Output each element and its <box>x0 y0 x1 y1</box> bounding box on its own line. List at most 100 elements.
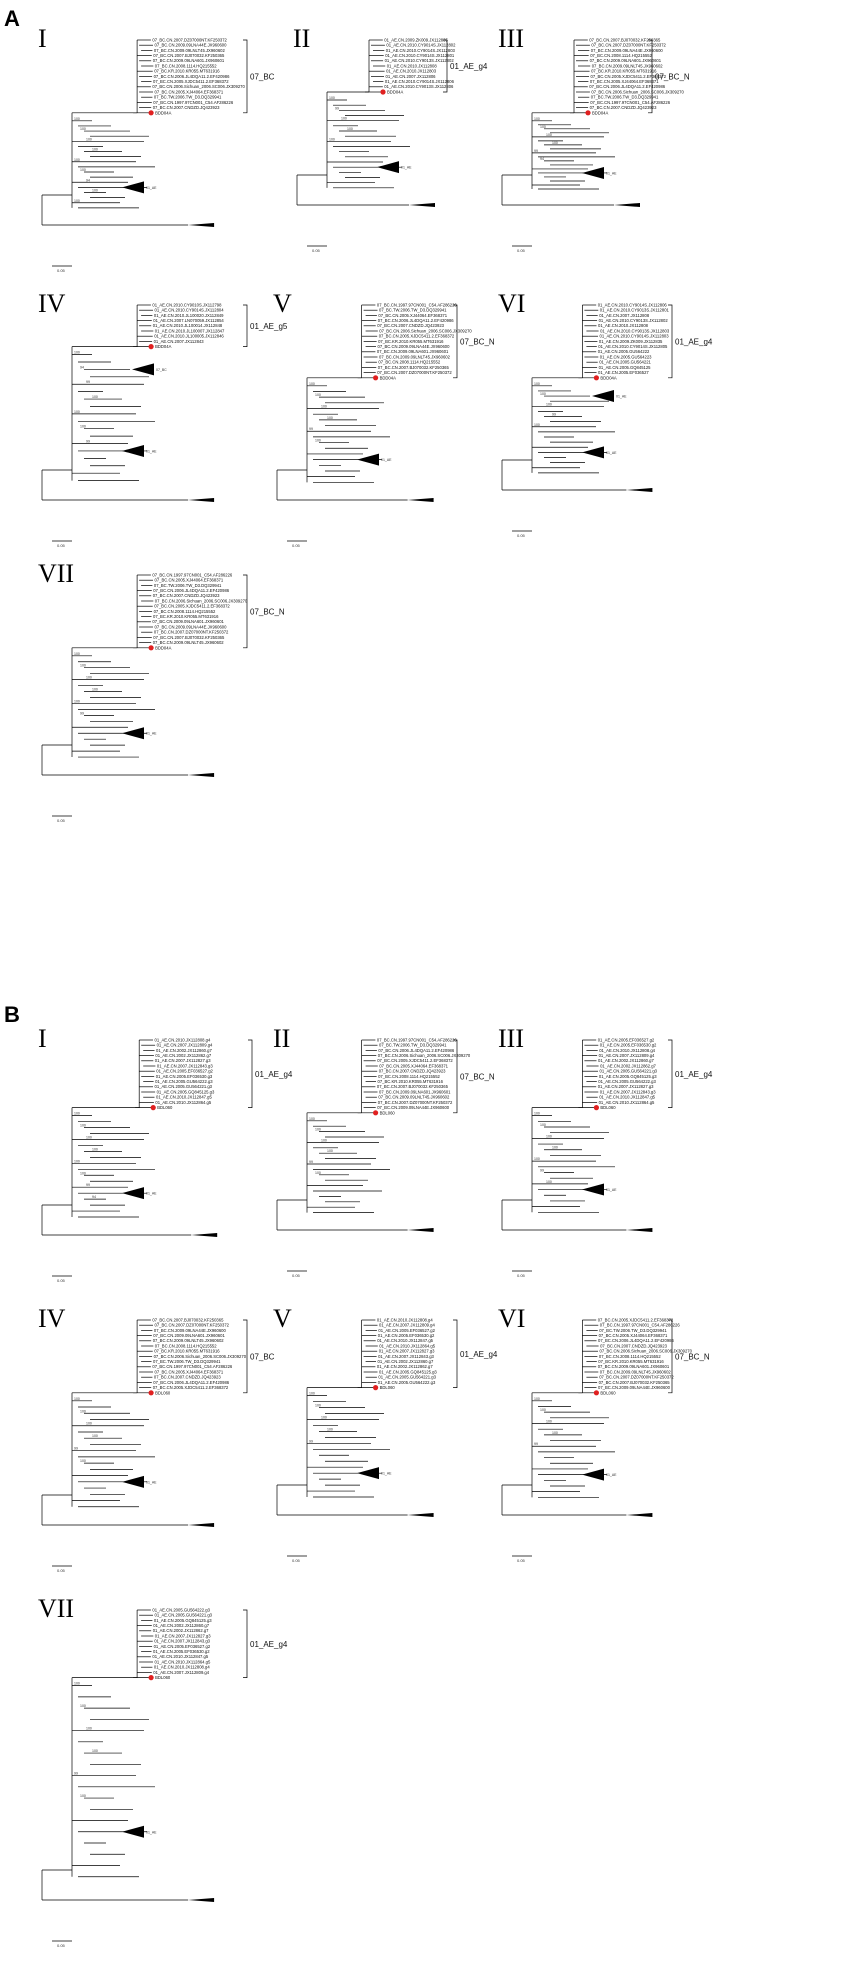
clade-label: 07_BC_N <box>250 607 285 616</box>
panel-number: V <box>273 1304 292 1333</box>
leaf-label: 01_AE.CN.2005.EF036530.g2 <box>378 1333 435 1338</box>
leaf-label: 07_BC.CN.2008.1114.HQ215552 <box>155 63 217 68</box>
leaf-label: 07_BC.CN.2007.BJ070032.KF250365 <box>589 37 661 42</box>
collapsed-clade-icon <box>582 1183 604 1196</box>
leaf-label: 01_AE.CN.2010.JX112808.g4 <box>377 1317 433 1322</box>
leaf-label: 01_AE.CN.2010.JL100020.JX112849 <box>154 313 224 318</box>
leaf-label: 07_BC.CN.2007.DZ07000NT.KF250372 <box>154 630 229 635</box>
leaf-label: 07_BC.CN.2006.JL4DQA11.2.EF420986 <box>378 1048 454 1053</box>
leaf-label: 01_AE.CN.2007.JX112843.g3 <box>378 1354 434 1359</box>
scale-label: 0.05 <box>292 1558 301 1563</box>
bootstrap-value: 100 <box>540 1408 546 1412</box>
clade-label: 07_BC <box>250 72 275 81</box>
clade-label: 01_AE_g4 <box>250 1640 288 1649</box>
leaf-label: 01_AE.CN.2005.EF036527.g2 <box>378 1328 435 1333</box>
leaf-label: 01_AE.CN.2007.JX112843.g3 <box>157 1063 213 1068</box>
clade-bracket <box>248 1039 253 1108</box>
leaf-label: 07_BC.CN.2009.09LNA601.JX960601 <box>153 58 225 63</box>
panel-number: III <box>498 1024 524 1053</box>
collapsed-clade-icon <box>357 453 379 466</box>
collapsed-clade-icon <box>377 161 399 174</box>
clade-bracket <box>668 1039 673 1108</box>
leaf-label: 01_AE.CN.2010.CY9014S.JX112803 <box>386 48 456 53</box>
leaf-label: 01_AE.CN.2010.CY9014S.JX112805 <box>598 344 668 349</box>
bootstrap-value: 100 <box>329 96 335 100</box>
leaf-label: 01_AE.CN.2005.EF036530.g2 <box>600 1043 657 1048</box>
leaf-label: 01_AE.CN.2010.CY9013S.JX112802 <box>599 318 669 323</box>
scale-label: 0.05 <box>292 543 301 548</box>
leaf-label: 07_BC.CN.2007.DZ07000NT.KF250372 <box>378 1100 453 1105</box>
query-marker-icon <box>148 344 154 350</box>
query-label: BDL060 <box>600 1105 616 1110</box>
scale-label: 0.05 <box>57 1278 66 1283</box>
bootstrap-value: 100 <box>74 351 80 355</box>
clade-label: 07_BC_N <box>460 1072 495 1081</box>
outgroup-triangle-icon <box>409 203 435 207</box>
leaf-label: 01_AE.CN.2005.GQ845125.g3 <box>599 1074 657 1079</box>
leaf-label: 01_AE.CN.2010.JX112808.g4 <box>599 1048 655 1053</box>
leaf-label: 07_BC.CN.2005.XJDC5411.2.EF368372 <box>153 79 229 84</box>
query-marker-icon <box>380 89 386 95</box>
query-marker-icon <box>593 1105 599 1111</box>
leaf-label: 07_BC.CN.2008.1114.HQ215552 <box>590 53 652 58</box>
clade-bracket <box>648 39 653 114</box>
leaf-label: 07_BC.CN.2005.XJ44064.EF368371 <box>378 313 447 318</box>
phylogenetic-tree: 07_BC.CN.2007.BJ070032.KF250365 07_BC.CN.… <box>501 37 690 253</box>
bootstrap-value: 100 <box>86 1727 92 1731</box>
leaf-label: 01_AE.CN.2002.JX112862.g7 <box>600 1063 656 1068</box>
leaf-label: 07_BC.CN.2009.09LNA601.JX960601 <box>379 1089 451 1094</box>
clade-bracket <box>243 1609 248 1678</box>
leaf-label: 01_AE.CN.2010.CY9014S.JX112802 <box>386 43 456 48</box>
leaf-label: 07_BC.CN.2006.Sichuan_2006.SC006.JX30927… <box>152 84 245 89</box>
outgroup-triangle-icon <box>626 488 653 492</box>
leaf-label: 01_AE.CN.2005.GQ845125.g3 <box>157 1089 215 1094</box>
panel-number: VII <box>38 1594 75 1623</box>
scale-label: 0.05 <box>57 1943 66 1948</box>
leaf-label: 01_AE.CN.2010.CY9013S.JX112806 <box>384 84 454 89</box>
leaf-label: 07_BC.TW.2006.TW_D3.DQ329941 <box>591 95 659 100</box>
collapsed-clade-icon <box>122 444 144 457</box>
leaf-label: 01_AE.CN.2005.EF036530.g3 <box>156 1074 213 1079</box>
leaf-label: 07_BC.CN.2007.DZ07000NT.KF250372 <box>377 370 452 375</box>
bootstrap-value: 100 <box>347 127 353 131</box>
bootstrap-value: 100 <box>321 1138 327 1142</box>
query-label: BDD04A <box>155 645 171 650</box>
bootstrap-value: 94 <box>80 365 84 369</box>
leaf-label: 07_BC.CN.1997.97CN001_C54.AF286226 <box>590 100 671 105</box>
outgroup-triangle-icon <box>614 203 640 207</box>
leaf-label: 07_BC.CN.2005.XJDC5411.2.EF368372 <box>379 334 455 339</box>
bootstrap-value: 99 <box>534 1442 538 1446</box>
scale-label: 0.05 <box>517 533 526 538</box>
leaf-label: 01_AE.CN.2010.CY9014S.JX112806 <box>385 79 455 84</box>
leaf-label: 07_BC.CN.2005.XJ44064.EF368371 <box>155 89 224 94</box>
leaf-label: 01_AE.CN.2010.JX112864.g5 <box>155 1659 211 1664</box>
leaf-label: 01_AE.CN.2010.CY9014S.JX112801 <box>385 53 455 58</box>
query-label: BDL060 <box>380 1110 396 1115</box>
outgroup-triangle-icon <box>407 1228 434 1232</box>
bootstrap-value: 100 <box>92 1147 98 1151</box>
collapsed-clade-icon <box>592 390 614 403</box>
panel-number: II <box>273 1024 291 1053</box>
clade-label: 07_BC_N <box>675 1352 710 1361</box>
bootstrap-value: 100 <box>546 133 552 137</box>
leaf-label: 01_AE.CN.2010.JL100007.JX112847 <box>155 328 225 333</box>
bootstrap-value: 100 <box>546 1420 552 1424</box>
leaf-label: 07_BC.CN.2007.BJ070032.KF250365 <box>377 1084 449 1089</box>
query-label: BDD04A <box>387 90 403 95</box>
bootstrap-value: 94 <box>86 178 90 182</box>
query-label: BDL060 <box>600 1390 616 1395</box>
leaf-label: 01_AE.CN.2007.JX112827.g3 <box>155 1633 211 1638</box>
leaf-label: 01_AE.CN.2002.JX112862.g7 <box>153 1628 209 1633</box>
bootstrap-value: 100 <box>86 1135 92 1139</box>
leaf-label: 07_BC.CN.1997.97CN001_C54.AF286226 <box>377 1037 458 1042</box>
bootstrap-value: 100 <box>315 393 321 397</box>
leaf-label: 01_AE.CN.2005.EF036527 <box>598 370 649 375</box>
clade-label: 01_AE_g4 <box>460 1350 498 1359</box>
leaf-label: 07_BC.CN.2009.09LNA44E.JX960600 <box>155 43 228 48</box>
